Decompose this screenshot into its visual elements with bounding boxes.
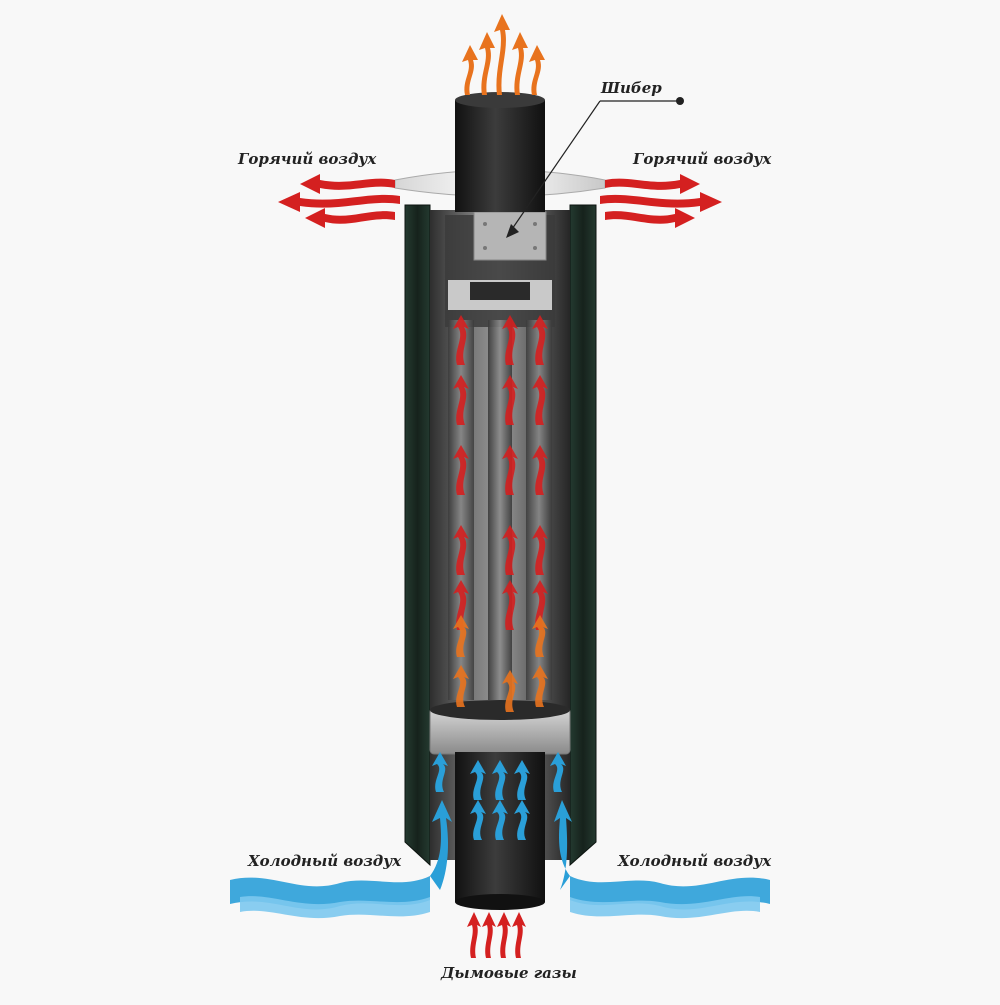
internal-cold-flow-arrows [432, 752, 566, 840]
warm-flow-arrow [532, 665, 548, 707]
top-pipe [394, 92, 606, 212]
lower-ring [429, 700, 571, 755]
damper-label: Шибер [601, 79, 662, 97]
flue-gas-label: Дымовые газы [441, 964, 577, 982]
cold-flow-arrow [470, 800, 486, 840]
hot-flow-arrow [502, 375, 518, 425]
hot-flow-arrow [453, 580, 469, 630]
hot-flow-arrow [502, 445, 518, 495]
internal-warm-flow-arrows [453, 615, 548, 712]
hot-flow-arrow [532, 375, 548, 425]
hot-air-arrows-left [278, 174, 400, 228]
cold-air-waves-right [554, 800, 770, 919]
warm-flow-arrow [453, 665, 469, 707]
cold-air-waves-left [230, 800, 452, 919]
hot-flow-arrow [502, 315, 518, 365]
cold-flow-arrow [550, 752, 566, 792]
cold-flow-arrow [492, 800, 508, 840]
hot-flow-arrow [453, 375, 469, 425]
cold-air-label-left: Холодный воздух [248, 852, 402, 870]
hot-flow-arrow [502, 580, 518, 630]
cold-flow-arrow [470, 760, 486, 800]
internal-hot-flow-arrows [453, 315, 548, 630]
hot-air-label-right: Горячий воздух [633, 150, 772, 168]
hot-flow-arrow [453, 525, 469, 575]
damper-pointer [506, 97, 684, 238]
flame-arrows-top [462, 14, 545, 95]
hot-flow-arrow [532, 445, 548, 495]
flue-gas-arrows [467, 912, 526, 958]
hot-flow-arrow [532, 525, 548, 575]
hot-flow-arrow [453, 315, 469, 365]
cold-flow-arrow [492, 760, 508, 800]
warm-flow-arrow [502, 670, 518, 712]
cold-flow-arrow [514, 760, 530, 800]
cold-flow-arrow [514, 800, 530, 840]
hot-flow-arrow [453, 445, 469, 495]
cold-air-label-right: Холодный воздух [618, 852, 772, 870]
hot-flow-arrow [532, 580, 548, 630]
cold-flow-arrow [432, 752, 448, 792]
warm-flow-arrow [453, 615, 469, 657]
hot-flow-arrow [532, 315, 548, 365]
hot-air-arrows-right [600, 174, 722, 228]
warm-flow-arrow [532, 615, 548, 657]
hot-air-label-left: Горячий воздух [238, 150, 377, 168]
hot-flow-arrow [502, 525, 518, 575]
